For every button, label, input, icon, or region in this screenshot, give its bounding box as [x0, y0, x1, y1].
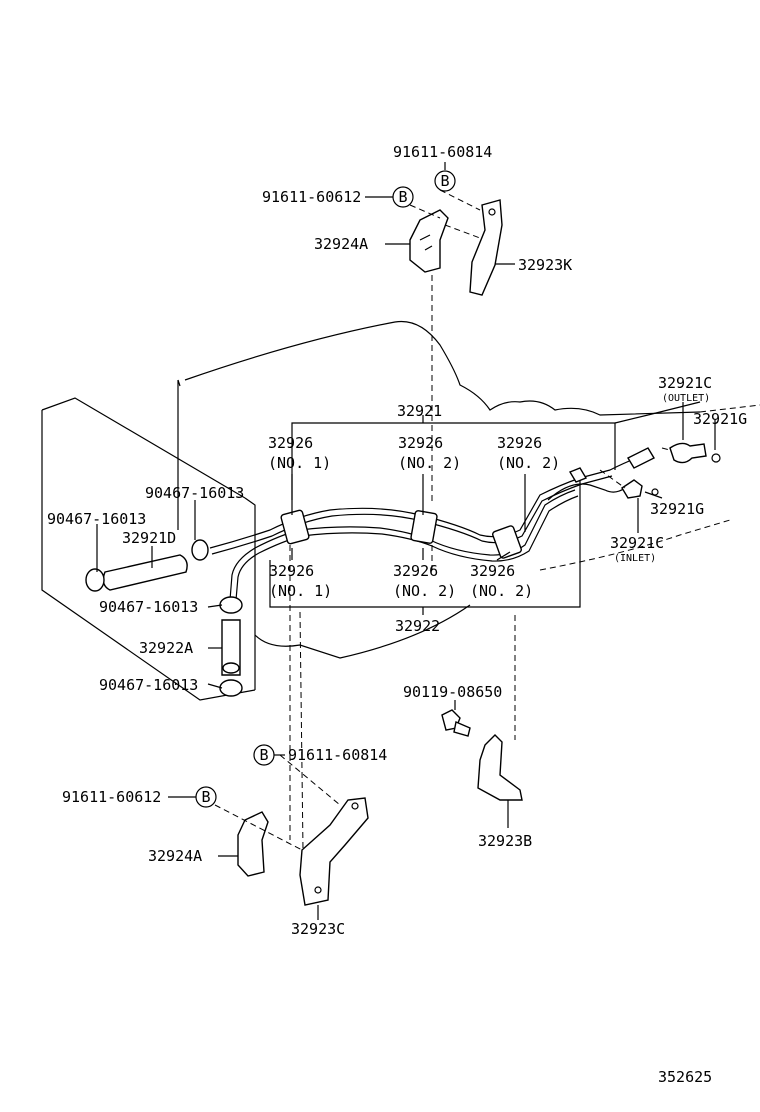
- bracket-32924A-top: [409, 209, 449, 273]
- assembly-box-32921: [291, 401, 701, 500]
- label-32923C: 32923C: [291, 920, 345, 938]
- label-no2-c: (NO. 2): [393, 582, 456, 600]
- engine-outline: [177, 320, 760, 659]
- label-32924A-bottom: 32924A: [148, 847, 202, 865]
- label-32921C-inlet: 32921C: [610, 534, 664, 552]
- clamps-32926: [280, 509, 522, 559]
- label-32921G-a: 32921G: [693, 410, 747, 428]
- label-outlet-note: (OUTLET): [662, 393, 710, 404]
- label-no1-a: (NO. 1): [268, 454, 331, 472]
- label-32926-3: 32926: [497, 434, 542, 452]
- label-91611-60814-bottom: 91611-60814: [288, 746, 387, 764]
- label-no2-b: (NO. 2): [497, 454, 560, 472]
- bolt-90119: [441, 709, 471, 737]
- label-32926-4: 32926: [269, 562, 314, 580]
- bracket-32923K: [469, 199, 503, 296]
- label-32926-2: 32926: [398, 434, 443, 452]
- label-no2-d: (NO. 2): [470, 582, 533, 600]
- bracket-32923B: [477, 734, 523, 801]
- bracket-32924A-bottom: [237, 811, 269, 877]
- fitting-32921C-inlet: [568, 467, 659, 499]
- diagram-number: 352625: [658, 1068, 712, 1086]
- label-91611-60814-top: 91611-60814: [393, 143, 492, 161]
- label-32926-6: 32926: [470, 562, 515, 580]
- label-91611-60612-bottom: 91611-60612: [62, 788, 161, 806]
- svg-text:B: B: [259, 746, 268, 764]
- label-90119: 90119-08650: [403, 683, 502, 701]
- label-90467-b: 90467-16013: [47, 510, 146, 528]
- b-mark-top-2: B: [392, 186, 414, 208]
- label-inlet-note: (INLET): [614, 553, 656, 564]
- label-no2-a: (NO. 2): [398, 454, 461, 472]
- fitting-32921C-outlet: [627, 442, 721, 469]
- hose-32921D: [85, 539, 209, 592]
- label-32926-5: 32926: [393, 562, 438, 580]
- label-32921C-outlet: 32921C: [658, 374, 712, 392]
- label-no1-b: (NO. 1): [269, 582, 332, 600]
- label-32921G-b: 32921G: [650, 500, 704, 518]
- label-32921D: 32921D: [122, 529, 176, 547]
- label-90467-a: 90467-16013: [145, 484, 244, 502]
- label-90467-d: 90467-16013: [99, 676, 198, 694]
- label-32924A-top: 32924A: [314, 235, 368, 253]
- assembly-box-32922: [269, 480, 581, 615]
- bracket-32923C: [299, 797, 369, 906]
- svg-text:B: B: [201, 788, 210, 806]
- label-32921: 32921: [397, 402, 442, 420]
- label-32923K: 32923K: [518, 256, 572, 274]
- b-mark-bottom-1: B: [253, 744, 275, 766]
- b-mark-top-1: B: [434, 170, 456, 192]
- b-mark-bottom-2: B: [195, 786, 217, 808]
- svg-text:B: B: [440, 172, 449, 190]
- assembly-dashes: [214, 189, 671, 851]
- label-32922A: 32922A: [139, 639, 193, 657]
- label-91611-60612-top: 91611-60612: [262, 188, 361, 206]
- label-32923B: 32923B: [478, 832, 532, 850]
- label-90467-c: 90467-16013: [99, 598, 198, 616]
- hose-32922A: [219, 596, 243, 697]
- svg-text:B: B: [398, 188, 407, 206]
- leader-lines: [96, 162, 716, 920]
- label-32926-1: 32926: [268, 434, 313, 452]
- label-32922: 32922: [395, 617, 440, 635]
